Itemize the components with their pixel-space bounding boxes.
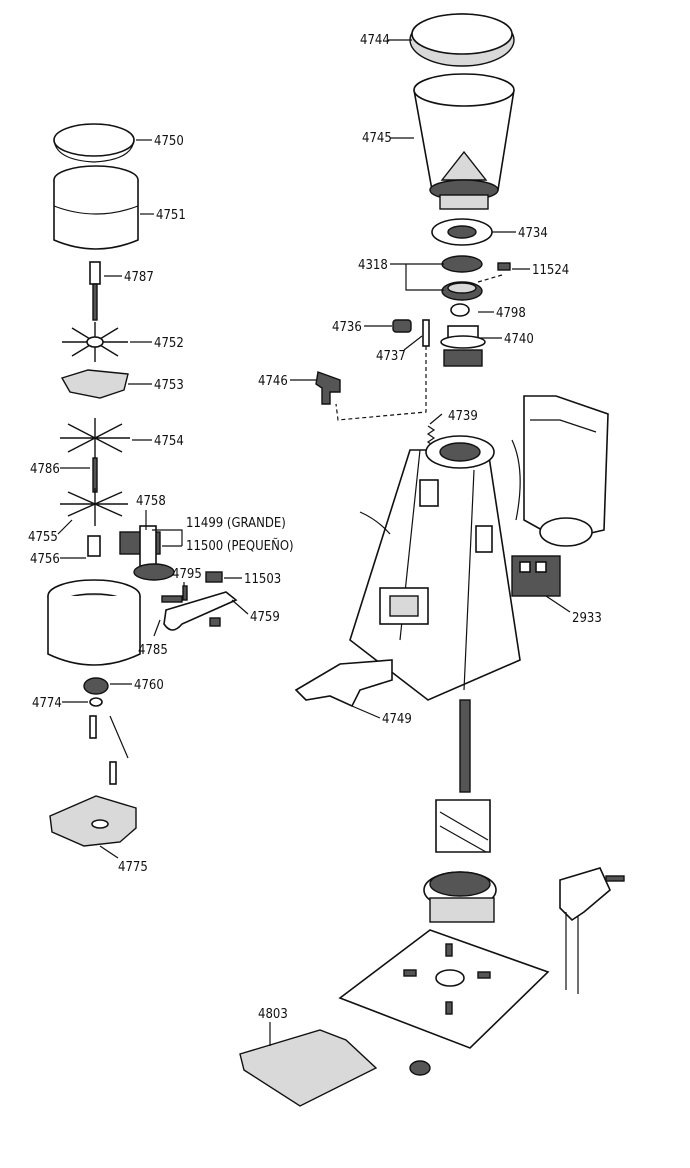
stop-bolt-part (205, 571, 223, 583)
power-plug-part (559, 867, 625, 994)
label-4736: 4736 (332, 320, 362, 335)
label-11500: 11500 (PEQUEÑO) (186, 538, 294, 554)
doser-plate-part (60, 369, 129, 399)
doser-ring-part (53, 165, 139, 250)
switch-part (511, 555, 561, 597)
label-4759: 4759 (250, 610, 280, 625)
base-plate-part (338, 929, 550, 1049)
doser-body-part (47, 579, 141, 666)
doser-star-mid-part (60, 418, 130, 493)
label-4786: 4786 (30, 462, 60, 477)
side-cover-part (523, 395, 609, 547)
label-4745: 4745 (362, 131, 392, 146)
burr-carrier-part (431, 218, 493, 246)
stop-screw-part (392, 319, 412, 333)
stator-part (423, 871, 497, 923)
label-4318: 4318 (358, 258, 388, 273)
label-4737: 4737 (376, 349, 406, 364)
label-4746: 4746 (258, 374, 288, 389)
label-4775: 4775 (118, 860, 148, 875)
bushing-part (87, 535, 101, 557)
screws-part (89, 715, 129, 785)
label-4798: 4798 (496, 306, 526, 321)
label-4755: 4755 (28, 530, 58, 545)
doser-lever-part (161, 591, 238, 631)
doser-lid-part (53, 123, 135, 163)
label-4749: 4749 (382, 712, 412, 727)
grinder-housing-part (349, 435, 521, 701)
label-4758: 4758 (136, 494, 166, 509)
shaft-block-part (119, 525, 175, 581)
drip-tray-part (239, 1029, 378, 1107)
doser-base-part (49, 795, 137, 847)
foot-part (409, 1060, 431, 1076)
nut-part (83, 677, 109, 707)
label-2933: 2933 (572, 611, 602, 626)
label-11524: 11524 (532, 263, 569, 278)
label-4740: 4740 (504, 332, 534, 347)
adjust-knob-part (440, 325, 486, 367)
label-4754: 4754 (154, 434, 184, 449)
label-11499: 11499 (GRANDE) (186, 516, 286, 531)
part-labels: 4744 4745 4734 4318 11524 4798 4736 4737… (28, 33, 602, 1022)
fork-holder-part (294, 659, 393, 708)
label-4751: 4751 (156, 208, 186, 223)
label-4756: 4756 (30, 552, 60, 567)
assembly-line (477, 274, 503, 283)
label-4744: 4744 (360, 33, 390, 48)
doser-star-bottom-part (60, 488, 128, 526)
wire-part (359, 511, 391, 535)
label-4787: 4787 (124, 270, 154, 285)
label-4760: 4760 (134, 678, 164, 693)
label-4774: 4774 (32, 696, 62, 711)
leader-lines (57, 39, 571, 1046)
doser-spindle-part (89, 261, 101, 321)
label-4734: 4734 (518, 226, 548, 241)
small-pin-part (182, 585, 188, 601)
wire-part (511, 439, 521, 521)
lever-part (315, 371, 341, 405)
burr-set-part (441, 255, 483, 301)
label-4739: 4739 (448, 409, 478, 424)
hopper-part (413, 73, 515, 210)
screw-small-part (497, 262, 511, 271)
label-4785: 4785 (138, 643, 168, 658)
label-4795: 4795 (172, 567, 202, 582)
label-4753: 4753 (154, 378, 184, 393)
hopper-lid-part (409, 13, 515, 67)
label-11503: 11503 (244, 572, 281, 587)
label-4803: 4803 (258, 1007, 288, 1022)
motor-shaft-part (435, 699, 491, 853)
doser-star-top-part (62, 322, 128, 362)
label-4750: 4750 (154, 134, 184, 149)
assembly-line (335, 346, 427, 421)
ball-part (450, 303, 470, 317)
label-4752: 4752 (154, 336, 184, 351)
pin-part (422, 319, 430, 347)
